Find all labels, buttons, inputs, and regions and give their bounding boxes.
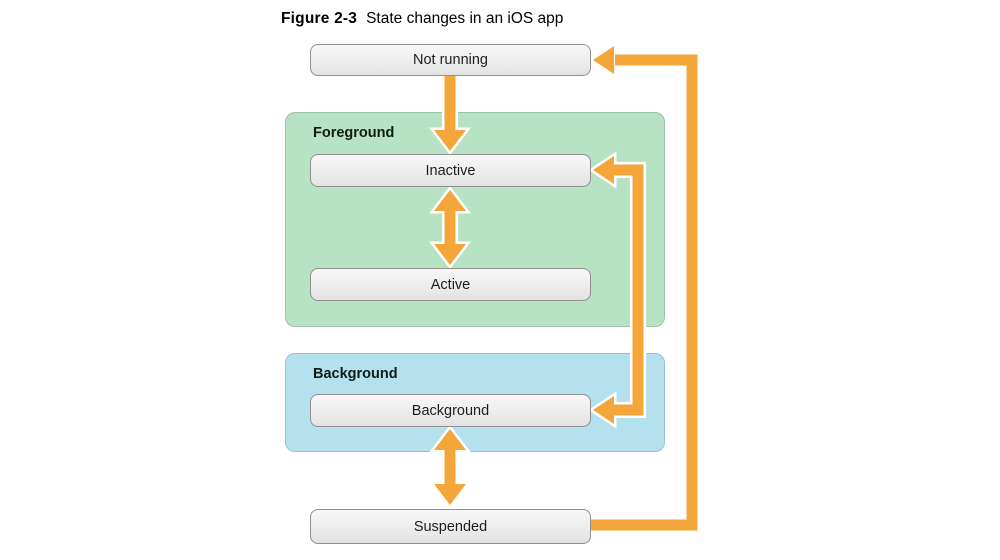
figure-label: Figure 2-3 xyxy=(281,10,358,27)
node-not-running-label: Not running xyxy=(413,52,488,68)
node-active-label: Active xyxy=(430,276,471,293)
node-suspended: Suspended xyxy=(310,509,591,544)
group-background-label: Background xyxy=(313,366,398,382)
node-background: Background xyxy=(310,394,591,427)
figure-caption: State changes in an iOS app xyxy=(366,10,564,27)
figure-title: Figure 2-3 State changes in an iOS app xyxy=(281,10,563,28)
node-not-running: Not running xyxy=(310,44,591,76)
node-suspended-label: Suspended xyxy=(413,518,488,535)
node-background-label: Background xyxy=(411,402,490,419)
group-foreground-label: Foreground xyxy=(313,125,395,141)
node-active: Active xyxy=(310,268,591,301)
node-inactive: Inactive xyxy=(310,154,591,187)
node-inactive-label: Inactive xyxy=(425,162,476,179)
